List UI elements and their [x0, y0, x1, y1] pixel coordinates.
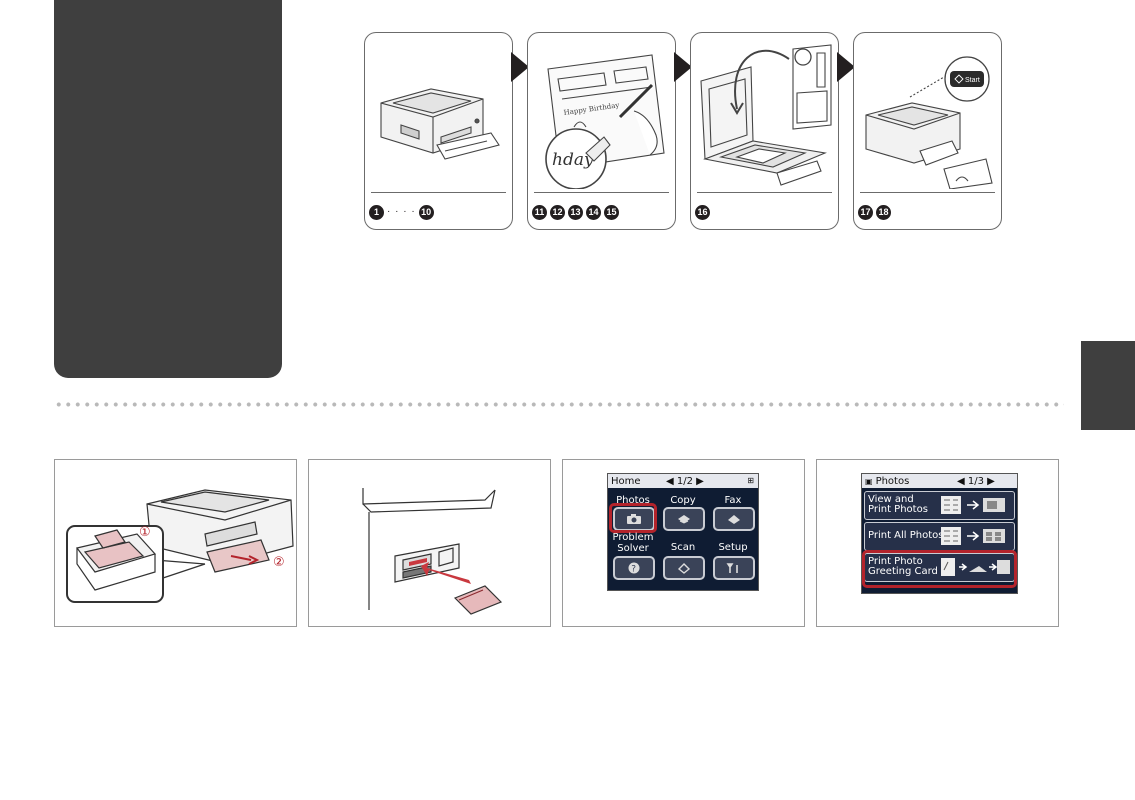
- menu-label-setup: Setup: [718, 542, 748, 553]
- step-number: 17: [858, 204, 873, 220]
- menu-label-fax: Fax: [724, 495, 742, 506]
- memory-card-insert-illustration: [362, 488, 503, 615]
- step-card-3: 16: [690, 32, 839, 230]
- range-dots: · · · ·: [387, 206, 416, 217]
- photos-icon: ▣: [865, 476, 873, 486]
- step-number: 12: [550, 204, 565, 220]
- question-icon: ?: [628, 562, 640, 574]
- photo-paper-cassette: ① ②: [54, 459, 297, 627]
- next-arrow-icon: [837, 52, 855, 82]
- lcd-page-indicator: ◀ 1/3 ▶: [957, 475, 995, 487]
- step-card-4: Start 17 18: [853, 32, 1002, 230]
- selection-highlight: [609, 503, 657, 533]
- photo-grid-to-print-icon: [941, 496, 1005, 514]
- photo-lcd-home: Home ◀ 1/2 ▶ ⊞ Photos Copy Fax Problem S…: [562, 459, 805, 627]
- problem-solver-menu-button[interactable]: ?: [613, 556, 655, 580]
- fax-icon: [728, 515, 740, 524]
- printer-paper-loaded-illustration: [380, 88, 500, 160]
- scanner-lid-open-template-illustration: [700, 44, 832, 186]
- tools-icon: [726, 563, 738, 573]
- svg-text:②: ②: [273, 555, 285, 570]
- handwriting-birthday-template-illustration: Happy Birthday hday: [545, 54, 665, 189]
- step-numbers: 1 · · · · 10: [369, 203, 434, 221]
- menu-item-print-all-photos[interactable]: Print All Photos: [864, 522, 1015, 551]
- svg-text:?: ?: [631, 565, 636, 575]
- step-card-1: 1 · · · · 10: [364, 32, 513, 230]
- menu-item-label: Print All Photos: [868, 530, 944, 541]
- step-number: 10: [418, 204, 434, 220]
- photo-memory-card: [308, 459, 551, 627]
- lcd-title: Home: [611, 475, 641, 487]
- copy-menu-button[interactable]: [663, 507, 705, 531]
- menu-label-photos: Photos: [616, 495, 650, 506]
- step-number: 14: [586, 204, 601, 220]
- step-number: 13: [568, 204, 583, 220]
- svg-text:Start: Start: [965, 77, 980, 84]
- step-number: 15: [604, 204, 619, 220]
- lcd-page-indicator: ◀ 1/2 ▶: [666, 475, 704, 487]
- greeting-card-icon: [941, 558, 1010, 576]
- card-divider: [860, 192, 995, 193]
- setup-menu-button[interactable]: [713, 556, 755, 580]
- chapter-tab: [1081, 341, 1135, 430]
- lcd-photos-screen: ▣ Photos ◀ 1/3 ▶ View and Print Photos P…: [861, 473, 1018, 594]
- step-number: 16: [695, 204, 710, 220]
- paper-cassette-loading-illustration: ① ②: [66, 489, 294, 603]
- step-number: 11: [532, 204, 547, 220]
- next-arrow-icon: [511, 52, 529, 82]
- photos-menu-button[interactable]: [613, 507, 655, 531]
- lcd-title-bar: ▣ Photos ◀ 1/3 ▶: [862, 474, 1017, 488]
- step-card-2: Happy Birthday hday 11 12 13 14 15: [527, 32, 676, 230]
- menu-label-problem-solver: Problem Solver: [612, 532, 654, 554]
- menu-item-view-and-print-photos[interactable]: View and Print Photos: [864, 491, 1015, 520]
- card-divider: [697, 192, 832, 193]
- scan-menu-button[interactable]: [663, 556, 705, 580]
- camera-icon: [627, 514, 641, 524]
- next-arrow-icon: [674, 52, 692, 82]
- photo-lcd-photos: ▣ Photos ◀ 1/3 ▶ View and Print Photos P…: [816, 459, 1059, 627]
- svg-text:①: ①: [139, 525, 151, 540]
- network-icon: ⊞: [747, 476, 754, 485]
- menu-item-print-photo-greeting-card[interactable]: Print Photo Greeting Card: [864, 553, 1015, 582]
- step-numbers: 17 18: [858, 203, 891, 221]
- card-divider: [534, 192, 669, 193]
- scan-icon: [677, 563, 691, 574]
- step-number: 18: [876, 204, 891, 220]
- lcd-title: Photos: [875, 475, 910, 487]
- menu-label-scan: Scan: [670, 542, 696, 553]
- lcd-home-screen: Home ◀ 1/2 ▶ ⊞ Photos Copy Fax Problem S…: [607, 473, 759, 591]
- copy-icon: [678, 515, 690, 524]
- step-numbers: 16: [695, 203, 710, 221]
- printer-start-button-illustration: Start: [865, 56, 993, 189]
- step-numbers: 11 12 13 14 15: [532, 203, 619, 221]
- menu-label-copy: Copy: [670, 495, 696, 506]
- fax-menu-button[interactable]: [713, 507, 755, 531]
- menu-item-label: View and Print Photos: [868, 494, 928, 515]
- print-all-icon: [941, 527, 1005, 545]
- card-divider: [371, 192, 506, 193]
- lcd-title-bar: Home ◀ 1/2 ▶ ⊞: [608, 474, 758, 488]
- menu-item-label: Print Photo Greeting Card: [868, 556, 938, 577]
- selection-highlight: [862, 550, 1017, 588]
- section-title-block: [54, 0, 282, 378]
- svg-text:hday: hday: [552, 150, 594, 170]
- step-number: 1: [369, 204, 384, 220]
- dotted-separator: [54, 402, 1064, 407]
